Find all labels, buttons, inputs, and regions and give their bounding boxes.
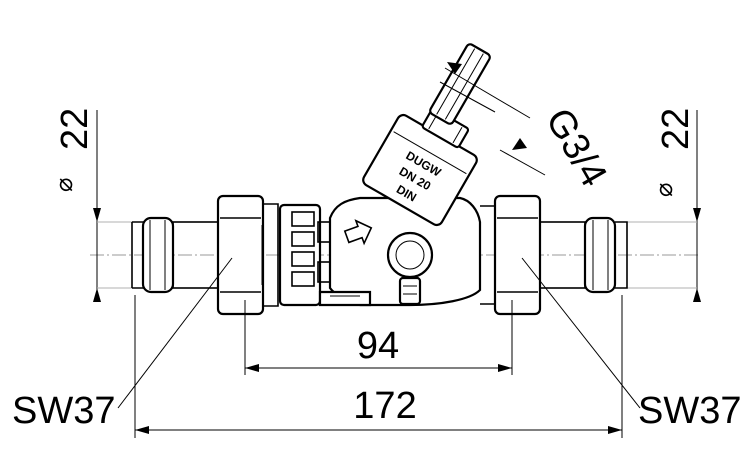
overall-length-value: 172 [353,385,416,427]
arrow-head [512,138,527,150]
left-wrench-callout: SW37 [12,257,233,432]
arrow-head [245,364,259,372]
diameter-symbol-right: ⌀ [651,183,678,197]
arrow-head [498,364,512,372]
valve-flange-left [278,203,333,307]
arrow-head [693,288,701,302]
overall-length-dimension: 172 [134,295,623,438]
right-diameter-value: 22 [655,108,697,150]
arrow-head [693,208,701,222]
left-diameter-dimension: ⌀ 22 [51,108,170,302]
valve-spindle [429,43,491,125]
arrow-head [447,62,462,74]
left-pipe-end [131,216,219,294]
arrow-head [608,426,622,434]
valve-bonnet: DUGW DN 20 DIN [362,108,478,227]
right-pipe-end [539,216,628,294]
arrow-head [93,288,101,302]
drain-nipple [398,276,422,306]
right-diameter-dimension: ⌀ 22 [620,108,701,302]
right-wrench-callout: SW37 [521,257,741,432]
inner-length-value: 94 [357,325,399,367]
valve-body [318,196,482,307]
arrow-head [135,426,149,434]
diameter-symbol-left: ⌀ [51,178,78,192]
right-wrench-size: SW37 [638,390,741,432]
left-union-nut [216,194,279,316]
drain-port [386,231,434,279]
arrow-head [93,208,101,222]
inner-length-dimension: 94 [244,300,513,375]
thread-size-label: G3/4 [537,102,615,194]
flow-direction-arrow [343,219,373,246]
left-diameter-value: 22 [54,108,96,150]
left-wrench-size: SW37 [12,390,115,432]
